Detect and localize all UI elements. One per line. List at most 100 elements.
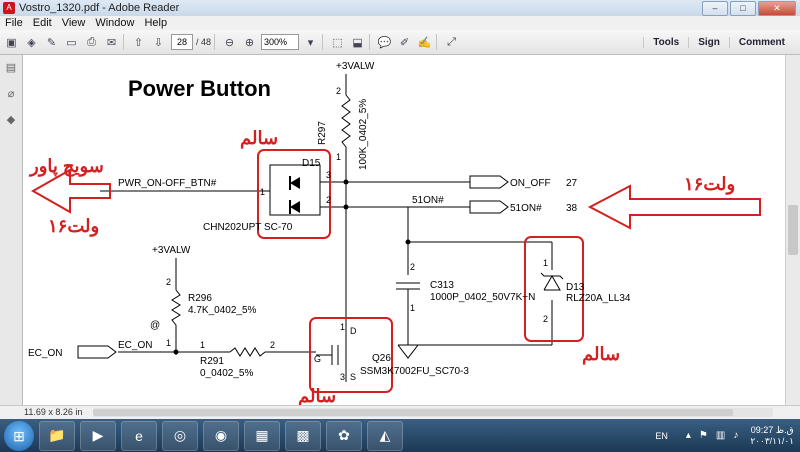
network-icon[interactable]: ▥ bbox=[715, 430, 726, 441]
system-tray: EN ▴ ⚑ ▥ ♪ 09:27 ق.ظ ۲۰۰۳/۱۱/۰۱ bbox=[655, 419, 794, 452]
ec-on-net: EC_ON bbox=[118, 340, 152, 351]
fit-page-icon[interactable]: ⬚ bbox=[332, 36, 343, 49]
51on-port-label: 51ON# bbox=[510, 203, 542, 214]
q26-pin-d: D bbox=[350, 326, 357, 336]
navigation-panel: ▤ ⌀ ◆ bbox=[0, 55, 23, 405]
c313-label: C313 bbox=[430, 280, 454, 291]
r297-label: R297 bbox=[317, 121, 328, 145]
close-button[interactable]: ✕ bbox=[758, 1, 796, 16]
rail-left-label: +3VALW bbox=[152, 245, 191, 256]
clock[interactable]: 09:27 ق.ظ ۲۰۰۳/۱۱/۰۱ bbox=[750, 425, 794, 447]
annotation-16v-left: ۱۶ولت bbox=[48, 216, 99, 237]
d13-pin1: 1 bbox=[543, 258, 548, 268]
flag-icon[interactable]: ⚑ bbox=[698, 430, 708, 441]
c313-pin1: 1 bbox=[410, 303, 415, 313]
print-icon[interactable]: ⎙ bbox=[87, 35, 96, 48]
volume-icon[interactable]: ♪ bbox=[733, 430, 739, 441]
right-panel-links: Tools Sign Comment bbox=[643, 30, 794, 54]
chip-app-icon[interactable]: ▦ bbox=[244, 420, 280, 451]
horizontal-scroll-thumb[interactable] bbox=[93, 409, 733, 416]
internet-explorer-icon[interactable]: e bbox=[121, 420, 157, 451]
q26-pin1: 1 bbox=[340, 322, 345, 332]
r297-value: 100K_0402_5% bbox=[358, 99, 369, 170]
tray-arrow-icon[interactable]: ▴ bbox=[685, 430, 691, 441]
adobe-reader-taskbar-icon[interactable]: ◭ bbox=[367, 420, 403, 451]
d13-part: RLZ20A_LL34 bbox=[566, 293, 631, 304]
toolbar: ▣ ◈ ✎ ▭ ⎙ ✉ ⇧ ⇩ 28 / 48 ⊖ ⊕ 300% ▾ ⬚ ⬓ 💬… bbox=[0, 30, 800, 55]
calculator-icon[interactable]: ▩ bbox=[285, 420, 321, 451]
r296-pin1: 1 bbox=[166, 338, 171, 348]
zoom-dropdown-icon[interactable]: ▾ bbox=[307, 36, 314, 49]
clock-time: 09:27 ق.ظ bbox=[750, 424, 794, 435]
annotation-salem-d15: سالم bbox=[240, 128, 278, 149]
attachment-icon[interactable]: ⌀ bbox=[7, 88, 15, 100]
toolbar-separator bbox=[436, 34, 438, 50]
page-total: / 48 bbox=[196, 37, 212, 47]
zoom-out-icon[interactable]: ⊖ bbox=[224, 36, 235, 49]
d13-pin2: 2 bbox=[543, 314, 548, 324]
explorer-icon[interactable]: 📁 bbox=[39, 420, 75, 451]
expand-icon[interactable]: ⤢ bbox=[447, 35, 456, 48]
51on-page: 38 bbox=[566, 203, 578, 214]
media-player-icon[interactable]: ▶ bbox=[80, 420, 116, 451]
schematic-title: Power Button bbox=[128, 76, 271, 101]
open-folder-icon[interactable]: ▣ bbox=[6, 36, 17, 49]
minimize-button[interactable]: – bbox=[702, 1, 728, 16]
sign-icon[interactable]: ✍ bbox=[417, 36, 432, 49]
q26-pin-g: G bbox=[314, 354, 321, 364]
previous-page-icon[interactable]: ⇧ bbox=[133, 36, 144, 49]
page-number-input[interactable]: 28 bbox=[171, 34, 193, 50]
r296-pin2: 2 bbox=[166, 277, 171, 287]
menu-edit[interactable]: Edit bbox=[32, 17, 52, 29]
pages-icon[interactable]: ▤ bbox=[5, 62, 17, 74]
scroll-thumb[interactable] bbox=[788, 205, 798, 255]
layers-icon[interactable]: ◆ bbox=[6, 114, 16, 126]
language-indicator[interactable]: EN bbox=[655, 430, 668, 441]
on-off-page: 27 bbox=[566, 178, 578, 189]
highlight-icon[interactable]: ✐ bbox=[399, 36, 410, 49]
comment-icon[interactable]: 💬 bbox=[377, 36, 392, 49]
taskbar: ⊞ 📁 ▶ e ◎ ◉ ▦ ▩ ✿ ◭ EN ▴ ⚑ ▥ ♪ 09:27 ق.ظ… bbox=[0, 419, 800, 452]
r296-label: R296 bbox=[188, 293, 212, 304]
document-view[interactable]: Power Button +3VALW R297 100K_0402_5% 2 … bbox=[23, 55, 785, 407]
fit-width-icon[interactable]: ⬓ bbox=[352, 36, 363, 49]
sign-link[interactable]: Sign bbox=[688, 36, 729, 48]
edit-icon[interactable]: ✎ bbox=[46, 36, 57, 49]
menu-file[interactable]: File bbox=[5, 17, 23, 29]
zoom-in-icon[interactable]: ⊕ bbox=[244, 36, 255, 49]
r291-label: R291 bbox=[200, 356, 224, 367]
vertical-scrollbar[interactable] bbox=[785, 55, 800, 405]
window-title: Vostro_1320.pdf - Adobe Reader bbox=[19, 2, 180, 14]
save-icon[interactable]: ▭ bbox=[66, 36, 77, 49]
menu-view[interactable]: View bbox=[61, 17, 86, 29]
menu-window[interactable]: Window bbox=[95, 17, 135, 29]
next-page-icon[interactable]: ⇩ bbox=[153, 36, 164, 49]
app-icon[interactable]: ✿ bbox=[326, 420, 362, 451]
pwr-net-label: PWR_ON-OFF_BTN# bbox=[118, 178, 217, 189]
browser-icon[interactable]: ◎ bbox=[162, 420, 198, 451]
on-off-net: ON_OFF bbox=[510, 178, 551, 189]
annotation-salem-q26: سالم bbox=[298, 386, 336, 405]
create-pdf-icon[interactable]: ◈ bbox=[27, 36, 36, 49]
menu-help[interactable]: Help bbox=[144, 17, 168, 29]
d15-label: D15 bbox=[302, 158, 321, 169]
horizontal-scrollbar[interactable] bbox=[93, 408, 773, 417]
maximize-button[interactable]: □ bbox=[730, 1, 756, 16]
power-button-schematic: Power Button +3VALW R297 100K_0402_5% 2 … bbox=[28, 61, 761, 407]
d15-pin1: 1 bbox=[260, 187, 265, 197]
zoom-select[interactable]: 300% bbox=[261, 34, 300, 50]
tools-link[interactable]: Tools bbox=[643, 36, 688, 48]
q26-label: Q26 bbox=[372, 353, 391, 364]
d15-pin2: 2 bbox=[326, 195, 331, 205]
chrome-icon[interactable]: ◉ bbox=[203, 420, 239, 451]
r296-value: 4.7K_0402_5% bbox=[188, 305, 257, 316]
adobe-reader-icon: A bbox=[3, 2, 15, 14]
comment-link[interactable]: Comment bbox=[728, 36, 794, 48]
email-icon[interactable]: ✉ bbox=[106, 36, 117, 49]
start-button[interactable]: ⊞ bbox=[4, 420, 34, 451]
annotation-salem-d13: سالم bbox=[582, 344, 620, 365]
r291-pin1: 1 bbox=[200, 340, 205, 350]
rail-top-label: +3VALW bbox=[336, 61, 375, 72]
page-size: 11.69 x 8.26 in bbox=[24, 407, 83, 417]
c313-value: 1000P_0402_50V7K~N bbox=[430, 292, 535, 303]
